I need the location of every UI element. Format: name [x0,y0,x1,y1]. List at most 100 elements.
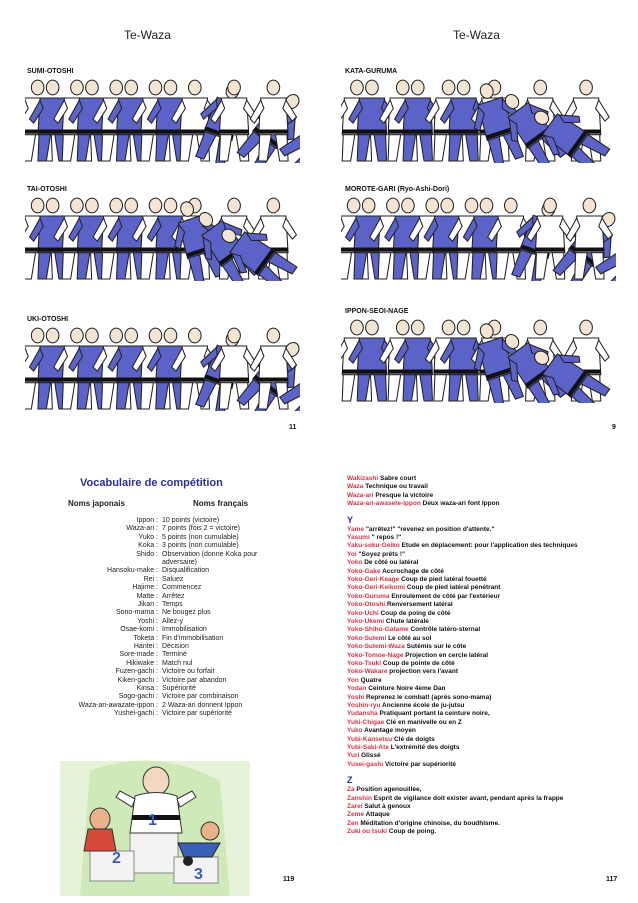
judoka-blue [473,83,525,167]
judoka-blue [221,228,298,292]
french-translation: 2 Waza-ari donnent Ippon [162,701,243,709]
glossary-definition: "Soyez prêts !" [358,550,406,558]
glossary-term: Yoko-Tsuki [347,660,382,667]
glossary-term: Yuri [347,752,360,760]
glossary-term: Yoi [347,550,357,558]
podium-cartoon: 1 2 3 [60,751,250,896]
japanese-term: Osae-komi : [120,626,158,634]
vocabulary-title: Vocabulaire de compétition [80,477,223,489]
glossary-term: Yon [347,676,359,684]
japanese-term: Koka : [138,542,158,550]
japanese-term: Yuko : [138,533,158,541]
glossary-entry: Yoko De côté ou latéral [347,559,418,567]
french-translation: Disqualification [162,567,210,575]
glossary-definition: Attaque [365,811,390,819]
judo-figures [13,79,319,174]
glossary-definition: Clé en manivelle ou en Z [386,718,462,726]
glossary-entry: Yubi-Kansetsu Clé de doigts [347,736,435,744]
glossary-entry: Zarei Salut à genoux [347,803,411,811]
page-header: Te-Waza [453,28,500,42]
judoka-blue [534,110,611,174]
glossary-term: Yoshin-ryu [347,702,381,709]
vocab-row: Sore-made :Terminé [0,651,186,659]
vocab-row: Waza-ari :7 points (fois 2 = victoire) [0,525,240,533]
french-translation: Victoire par supériorité [162,710,232,718]
glossary-entry: Yoko-Sutemi-Waza Sutémis sur le côte [347,643,466,651]
glossary-term: Yoko-Gake [347,567,381,575]
glossary-definition: Méditation d'origine chinoise, du boudhi… [360,819,500,827]
japanese-term: Hansoku-make : [107,567,158,575]
vocab-row: Hantei :Décision [0,643,189,651]
vocab-row: Ippon :10 points (victoire) [0,517,220,525]
glossary-term: Yasumi [347,534,370,541]
glossary-entry: Yudansha Pratiquant portant la ceinture … [347,710,490,718]
japanese-term: Toketa : [133,634,158,642]
glossary-term: Yoko-Tomoe-Nage [347,651,404,659]
glossary-definition: Renversement latéral [386,601,453,609]
french-translation: Ne bougez plus [162,609,211,617]
french-translation: Arrêtez [162,592,185,600]
japanese-term: Waza-ari-awazate-ippon : [78,701,159,709]
judoka-blue [146,79,195,162]
french-translation: Temps [162,601,183,608]
technique-title: KATA-GURUMA [345,68,398,75]
vocab-row: Matte : Arrêtez [0,592,185,601]
glossary-entry: Yoko-Shiho-Gatame Contrôle latéro-sterna… [347,626,480,634]
glossary-definition: Avantage moyen [364,727,416,735]
glossary-term: Za [347,786,355,794]
technique-illustration [333,318,616,414]
japanese-term: Sono-mama : [115,609,158,617]
glossary-definition: Coup de pied latéral fouetté [401,576,487,583]
glossary-term: Yudansha [347,710,378,718]
technique-title: TAI-OTOSHI [27,186,67,193]
glossary-term: Yoshi [347,693,365,701]
podium-number: 1 [148,812,157,829]
japanese-term: Matte : [136,592,158,600]
french-translation: Immobilisation [162,626,207,634]
glossary-definition: Sutémis sur le côte [406,643,467,651]
glossary-entry: Yoko-Geri-Keikomi Coup de pied latéral p… [347,584,500,592]
glossary-definition: Technique ou travail [365,483,428,491]
french-translation: Victoire par combinaison [162,693,239,701]
judo-figures [13,327,319,422]
glossary-entry: Zanshin Esprit de vigilance doit exister… [347,795,563,803]
vocab-row: Sogo-gachi :Victoire par combinaison [0,693,239,701]
french-translation: Terminé [162,651,187,659]
vocab-row: Osae-komi : Immobilisation [0,626,206,634]
page-number: 9 [612,424,616,431]
glossary-entry: Zen Méditation d'origine chinoise, du bo… [347,820,500,828]
podium-number: 2 [112,850,121,867]
glossary-definition: Victoire par supériorité [384,760,456,768]
french-translation: Victoire par abandon [162,676,227,684]
page-number: 119 [283,876,295,883]
glossary-term: Yoko-Geri-Keikomi [347,584,406,592]
glossary-entry: Yaku-soku-Geiko Etude en déplacement: po… [347,542,578,550]
glossary-term: Yoko-Geri-Keage [347,576,400,583]
japanese-term: Waza-ari : [126,525,158,533]
glossary-term: Yoko-Otoshi [347,601,386,609]
glossary-entry: Yoshi Reprenez le combat! (après sono-ma… [347,694,491,702]
judoka-white [565,197,614,280]
glossary-term: Waza-ari [347,491,374,499]
glossary-term: Wakizashi [347,475,379,482]
glossary-entry: Waza-ari-awasete-ippon Deux waza-ari fon… [347,500,500,508]
page-9: Te-Waza KATA-GURUMA MOROTE-GARI (Ryo-Ash… [319,0,638,451]
glossary-term: Yoko-Uchi [347,609,379,617]
judo-figures [333,79,611,174]
glossary-definition: Quatre [360,676,382,684]
french-translation: 5 points (non cumulable) [162,533,239,541]
glossary-entry: Wakizashi Sabre court [347,475,416,483]
glossary-term: Yodan [347,685,367,693]
glossary-entry: Yame "arrêtez!" "revenez en position d'a… [347,526,495,534]
glossary-entry: Yoko-Uchi Coup de poing de côté [347,610,451,618]
glossary-entry: Yubi-Saki-Ate L'extrémité des doigts [347,744,459,752]
judoka-blue [393,319,442,402]
judoka-white [249,79,298,162]
glossary-definition: Le côté au sol [388,634,432,642]
vocab-row: Hansoku-make : Disqualification [0,567,209,575]
glossary-definition: Coup de poing. [388,828,437,836]
french-translation: Saluez [162,575,184,583]
glossary-definition: Chute latérale [385,618,429,625]
section-letter: Y [347,514,354,525]
glossary-definition: Deux waza-ari font Ippon [422,500,500,508]
